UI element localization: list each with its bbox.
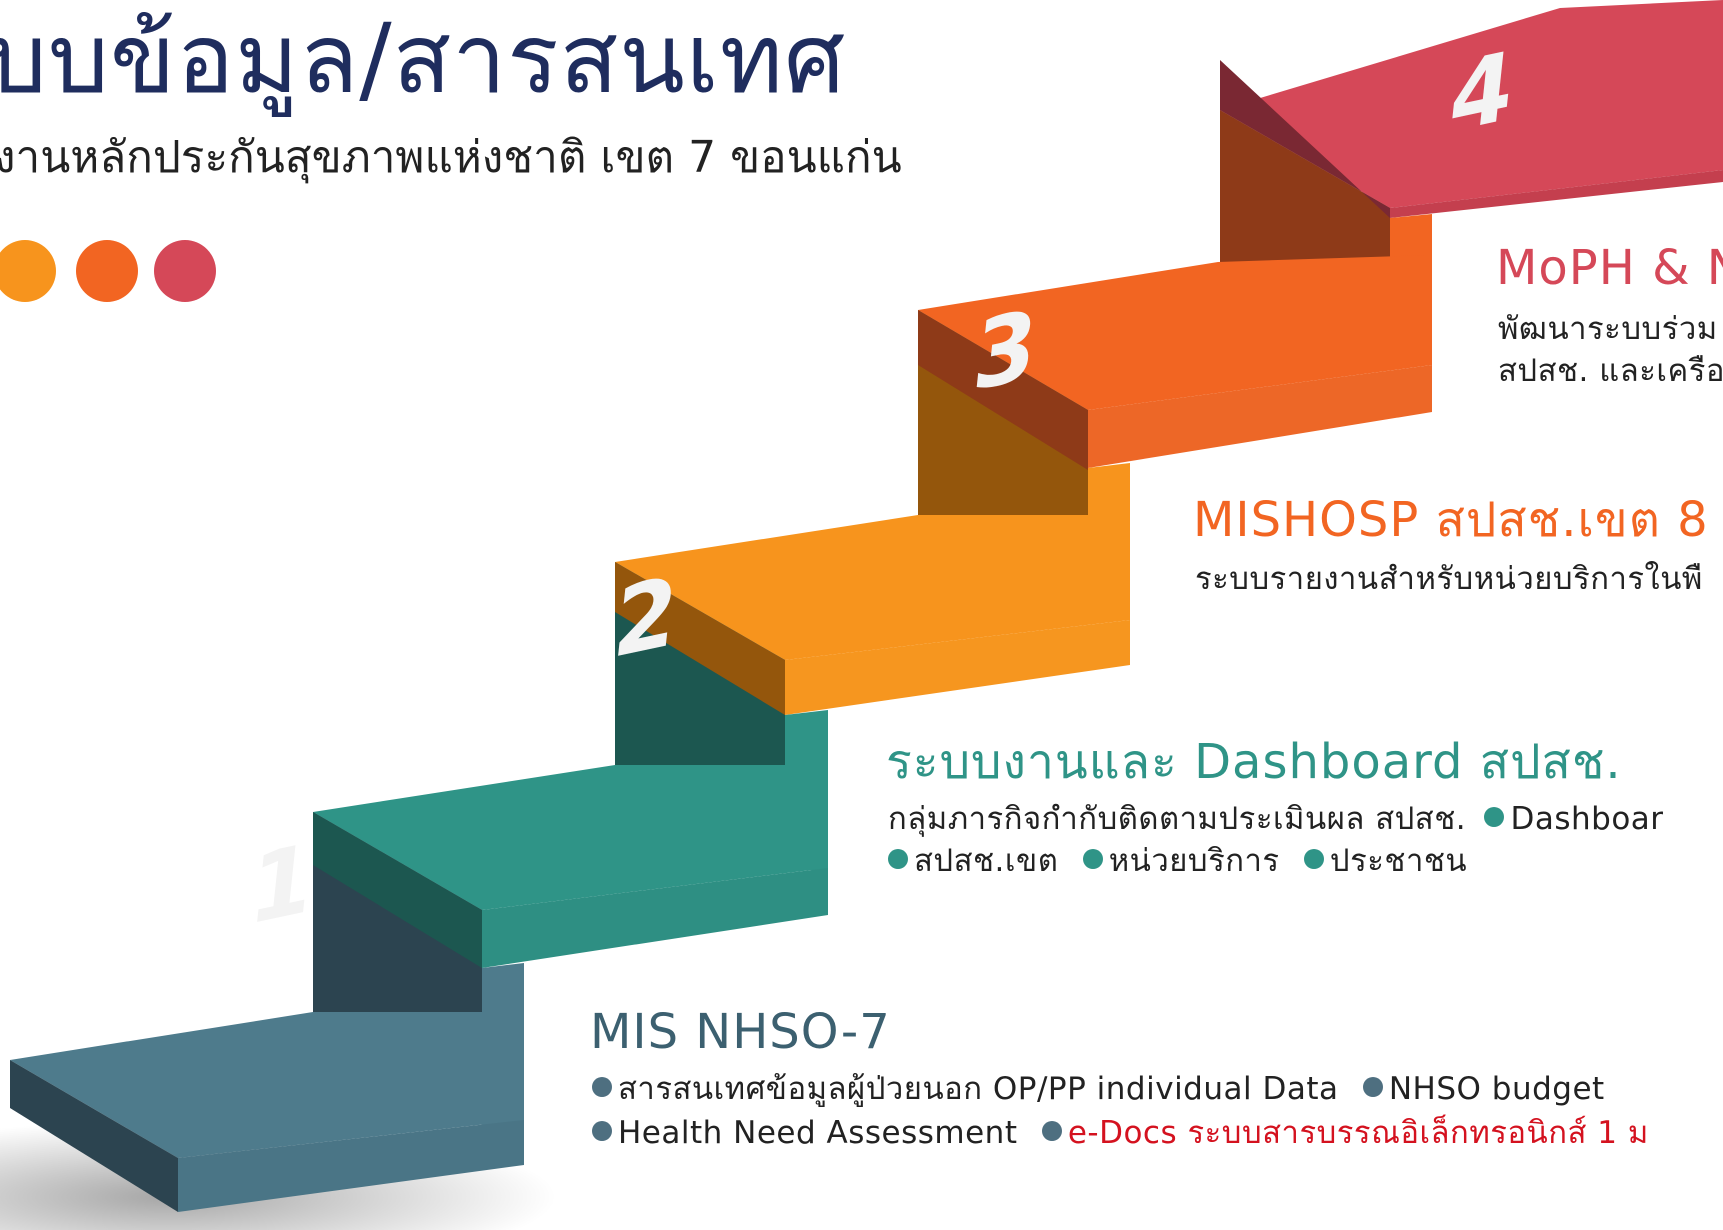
step-0-title: MIS NHSO-7 bbox=[590, 1004, 891, 1060]
step-1-item-3: ประชาชน bbox=[1329, 843, 1468, 879]
bullet-icon bbox=[1303, 849, 1324, 869]
step-2: 2 bbox=[609, 515, 1130, 870]
bullet-icon bbox=[1362, 1077, 1383, 1097]
step-2-number: 2 bbox=[609, 555, 683, 680]
step-1-line-1-bullet: Dashboar bbox=[1510, 801, 1664, 837]
step-1-number: 1 bbox=[244, 822, 318, 947]
bullet-icon bbox=[1484, 807, 1505, 827]
step-4-title: MoPH & N bbox=[1496, 240, 1723, 296]
step-0-item-3: Health Need Assessment bbox=[618, 1115, 1018, 1151]
decor-dot-1 bbox=[0, 240, 56, 302]
step-0-line-2: Health Need Assessment e-Docs ระบบสารบรร… bbox=[592, 1112, 1649, 1154]
step-2-desc: ระบบรายงานสำหรับหน่วยบริการในพื bbox=[1195, 561, 1703, 597]
step-2-title: MISHOSP สปสช.เขต 8 bbox=[1193, 492, 1709, 548]
step-3-number: 3 bbox=[968, 288, 1042, 413]
page-subtitle: งานหลักประกันสุขภาพแห่งชาติ เขต 7 ขอนแก่… bbox=[0, 132, 902, 183]
step-1-line-1-text: กลุ่มภารกิจกำกับติดตามประเมินผล สปสช. bbox=[888, 801, 1467, 837]
step-0-line-1: สารสนเทศข้อมูลผู้ป่วยนอก OP/PP individua… bbox=[592, 1068, 1605, 1110]
step-1-line-1: กลุ่มภารกิจกำกับติดตามประเมินผล สปสช. Da… bbox=[888, 798, 1664, 840]
step-0-highlight: e-Docs ระบบสารบรรณอิเล็กทรอนิกส์ 1 ม bbox=[1067, 1115, 1649, 1151]
step-1-item-1: สปสช.เขต bbox=[914, 843, 1059, 879]
step-1-title: ระบบงานและ Dashboard สปสช. bbox=[886, 734, 1622, 790]
step-4-desc-1: พัฒนาระบบร่วม bbox=[1498, 311, 1718, 347]
page-title: บบข้อมูล/สารสนเทศ bbox=[0, 3, 846, 115]
step-4-desc-2: สปสช. และเครือ bbox=[1498, 353, 1723, 389]
decor-dot-3 bbox=[154, 240, 216, 302]
decor-dot-2 bbox=[76, 240, 138, 302]
step-0-item-1: สารสนเทศข้อมูลผู้ป่วยนอก OP/PP individua… bbox=[618, 1071, 1339, 1107]
step-1-line-2: สปสช.เขต หน่วยบริการ ประชาชน bbox=[888, 840, 1467, 882]
bullet-icon bbox=[888, 849, 908, 869]
step-1-item-2: หน่วยบริการ bbox=[1108, 843, 1280, 879]
step-1: 1 bbox=[244, 765, 828, 1125]
step-0-item-2: NHSO budget bbox=[1388, 1071, 1605, 1107]
bullet-icon bbox=[592, 1121, 612, 1141]
bullet-icon bbox=[592, 1077, 612, 1097]
bullet-icon bbox=[1041, 1121, 1062, 1141]
step-4-number: 4 bbox=[1445, 30, 1519, 155]
step-0: 0 bbox=[10, 1012, 524, 1212]
bullet-icon bbox=[1082, 849, 1103, 869]
